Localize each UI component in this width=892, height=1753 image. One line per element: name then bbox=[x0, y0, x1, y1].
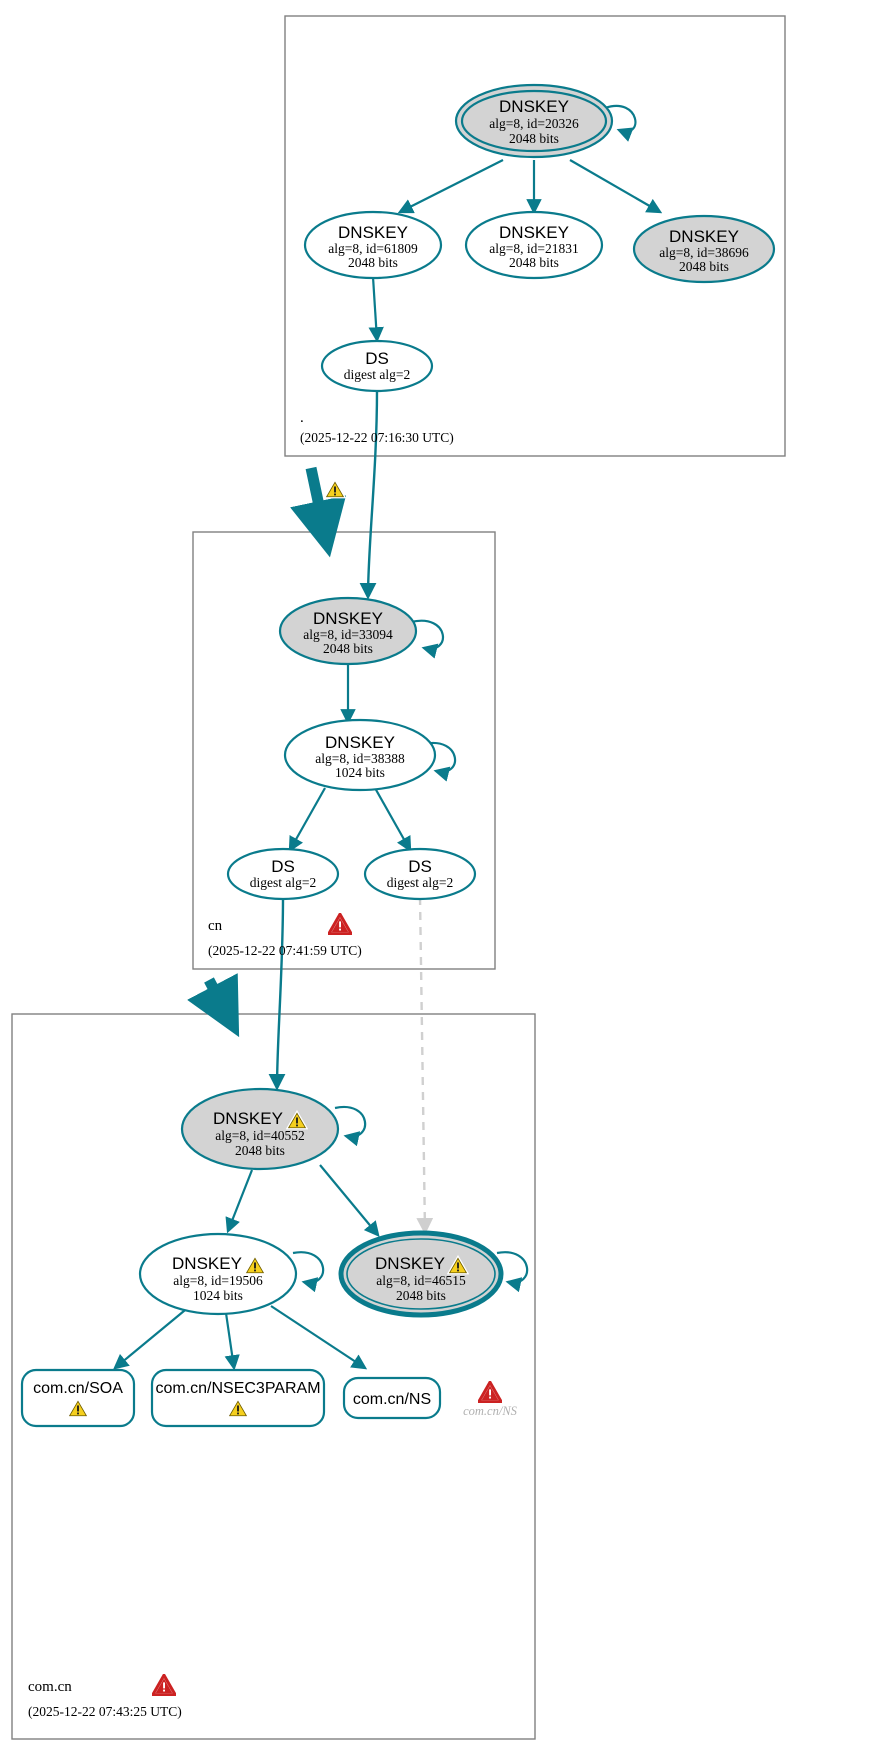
rrset-label: com.cn/NS bbox=[353, 1391, 431, 1408]
node-label-title: DNSKEY bbox=[669, 227, 739, 246]
node-root-dnskey-20326[interactable]: DNSKEY alg=8, id=20326 2048 bits bbox=[454, 83, 614, 159]
zone-name: cn bbox=[208, 918, 223, 934]
node-label-alg: alg=8, id=46515 bbox=[376, 1273, 466, 1288]
node-label-alg: alg=8, id=61809 bbox=[328, 241, 418, 256]
node-label-bits: 2048 bits bbox=[235, 1143, 285, 1158]
edge-root-ksk-to-38696 bbox=[569, 159, 663, 214]
node-label-bits: 2048 bits bbox=[396, 1288, 446, 1303]
node-ghost-ns: com.cn/NS bbox=[463, 1381, 518, 1418]
warning-triangle-root-to-cn bbox=[324, 479, 346, 499]
node-cn-dnskey-33094[interactable]: DNSKEY alg=8, id=33094 2048 bits bbox=[278, 596, 418, 666]
zone-timestamp: (2025-12-22 07:16:30 UTC) bbox=[300, 430, 454, 445]
node-label-title: DS bbox=[365, 349, 389, 368]
rrset-label: com.cn/SOA bbox=[33, 1380, 123, 1397]
edge-root-ds-to-cn-ksk bbox=[359, 389, 379, 600]
node-cn-ds-left[interactable]: DS digest alg=2 bbox=[226, 847, 340, 901]
node-label-alg: alg=8, id=38696 bbox=[659, 245, 749, 260]
trust-arrow-root-to-cn bbox=[290, 466, 347, 558]
node-label-bits: 2048 bits bbox=[509, 255, 559, 270]
edge-comcn-19506-to-soa bbox=[113, 1305, 191, 1370]
zone-label-cn: cn (2025-12-22 07:41:59 UTC) bbox=[208, 918, 362, 958]
node-root-dnskey-61809[interactable]: DNSKEY alg=8, id=61809 2048 bits bbox=[303, 210, 443, 280]
node-label-bits: 2048 bits bbox=[509, 131, 559, 146]
node-label-alg: alg=8, id=33094 bbox=[303, 627, 393, 642]
node-rrset-nsec3param[interactable]: com.cn/NSEC3PARAM bbox=[150, 1368, 326, 1428]
edge-comcn-40552-selfsign bbox=[334, 1105, 367, 1147]
node-label-title: DS bbox=[271, 857, 295, 876]
edge-cn-38388-to-ds-right bbox=[374, 787, 412, 853]
zone-label-comcn: com.cn (2025-12-22 07:43:25 UTC) bbox=[28, 1679, 182, 1719]
node-label-alg: alg=8, id=20326 bbox=[489, 116, 579, 131]
edge-comcn-19506-to-nsec3param bbox=[224, 1312, 240, 1371]
node-label-bits: 2048 bits bbox=[348, 255, 398, 270]
edge-comcn-46515-selfsign bbox=[496, 1251, 529, 1293]
node-label-title: DS bbox=[408, 857, 432, 876]
node-label-bits: 1024 bits bbox=[335, 765, 385, 780]
ghost-label: com.cn/NS bbox=[463, 1404, 518, 1418]
node-label-bits: 1024 bits bbox=[193, 1288, 243, 1303]
node-label-title: DNSKEY bbox=[213, 1109, 283, 1128]
zone-name: com.cn bbox=[28, 1679, 72, 1695]
node-label-alg: alg=8, id=38388 bbox=[315, 751, 405, 766]
node-root-dnskey-21831[interactable]: DNSKEY alg=8, id=21831 2048 bits bbox=[464, 210, 604, 280]
node-label-alg: alg=8, id=21831 bbox=[489, 241, 578, 256]
trust-arrow-cn-to-comcn bbox=[187, 973, 240, 1038]
rrset-label: com.cn/NSEC3PARAM bbox=[155, 1380, 320, 1397]
edge-cn-38388-to-ds-left bbox=[288, 787, 326, 853]
zone-timestamp: (2025-12-22 07:41:59 UTC) bbox=[208, 943, 362, 958]
node-rrset-soa[interactable]: com.cn/SOA bbox=[20, 1368, 136, 1428]
node-cn-dnskey-38388[interactable]: DNSKEY alg=8, id=38388 1024 bits bbox=[283, 718, 437, 792]
node-root-ds[interactable]: DS digest alg=2 bbox=[320, 339, 434, 393]
node-label-title: DNSKEY bbox=[313, 609, 383, 628]
edge-comcn-40552-to-19506 bbox=[225, 1169, 254, 1234]
node-rrset-ns[interactable]: com.cn/NS bbox=[342, 1376, 442, 1420]
edge-root-ksk-selfsign bbox=[604, 104, 637, 142]
node-root-dnskey-38696[interactable]: DNSKEY alg=8, id=38696 2048 bits bbox=[632, 214, 776, 284]
node-label-digest: digest alg=2 bbox=[344, 367, 410, 382]
edge-root-ksk-to-61809 bbox=[397, 159, 504, 214]
node-label-bits: 2048 bits bbox=[679, 259, 729, 274]
edge-root-61809-to-ds bbox=[368, 276, 384, 343]
node-label-digest: digest alg=2 bbox=[250, 875, 316, 890]
zone-timestamp: (2025-12-22 07:43:25 UTC) bbox=[28, 1704, 182, 1719]
zone-label-root: . (2025-12-22 07:16:30 UTC) bbox=[300, 410, 454, 445]
node-label-title: DNSKEY bbox=[172, 1254, 242, 1273]
edge-cn-ds-to-comcn-key bbox=[268, 896, 286, 1091]
zone-name: . bbox=[300, 410, 304, 426]
node-label-digest: digest alg=2 bbox=[387, 875, 453, 890]
node-comcn-dnskey-46515[interactable]: DNSKEY alg=8, id=46515 2048 bits bbox=[338, 1230, 504, 1318]
node-label-alg: alg=8, id=19506 bbox=[173, 1273, 263, 1288]
edge-comcn-19506-selfsign bbox=[292, 1251, 325, 1293]
node-label-bits: 2048 bits bbox=[323, 641, 373, 656]
node-label-alg: alg=8, id=40552 bbox=[215, 1128, 304, 1143]
edge-cn-38388-selfsign bbox=[423, 741, 457, 782]
node-label-title: DNSKEY bbox=[499, 223, 569, 242]
node-label-title: DNSKEY bbox=[325, 733, 395, 752]
edge-comcn-40552-to-46515 bbox=[319, 1164, 380, 1237]
node-cn-ds-right[interactable]: DS digest alg=2 bbox=[363, 847, 477, 901]
node-label-title: DNSKEY bbox=[375, 1254, 445, 1273]
node-comcn-dnskey-40552[interactable]: DNSKEY alg=8, id=40552 2048 bits bbox=[180, 1087, 340, 1171]
node-label-title: DNSKEY bbox=[338, 223, 408, 242]
node-label-title: DNSKEY bbox=[499, 97, 569, 116]
edge-cn-33094-selfsign bbox=[410, 619, 445, 659]
edge-cn-ds-right-dashed bbox=[416, 896, 434, 1235]
edge-comcn-19506-to-ns bbox=[270, 1305, 368, 1370]
node-comcn-dnskey-19506[interactable]: DNSKEY alg=8, id=19506 1024 bits bbox=[138, 1232, 298, 1316]
